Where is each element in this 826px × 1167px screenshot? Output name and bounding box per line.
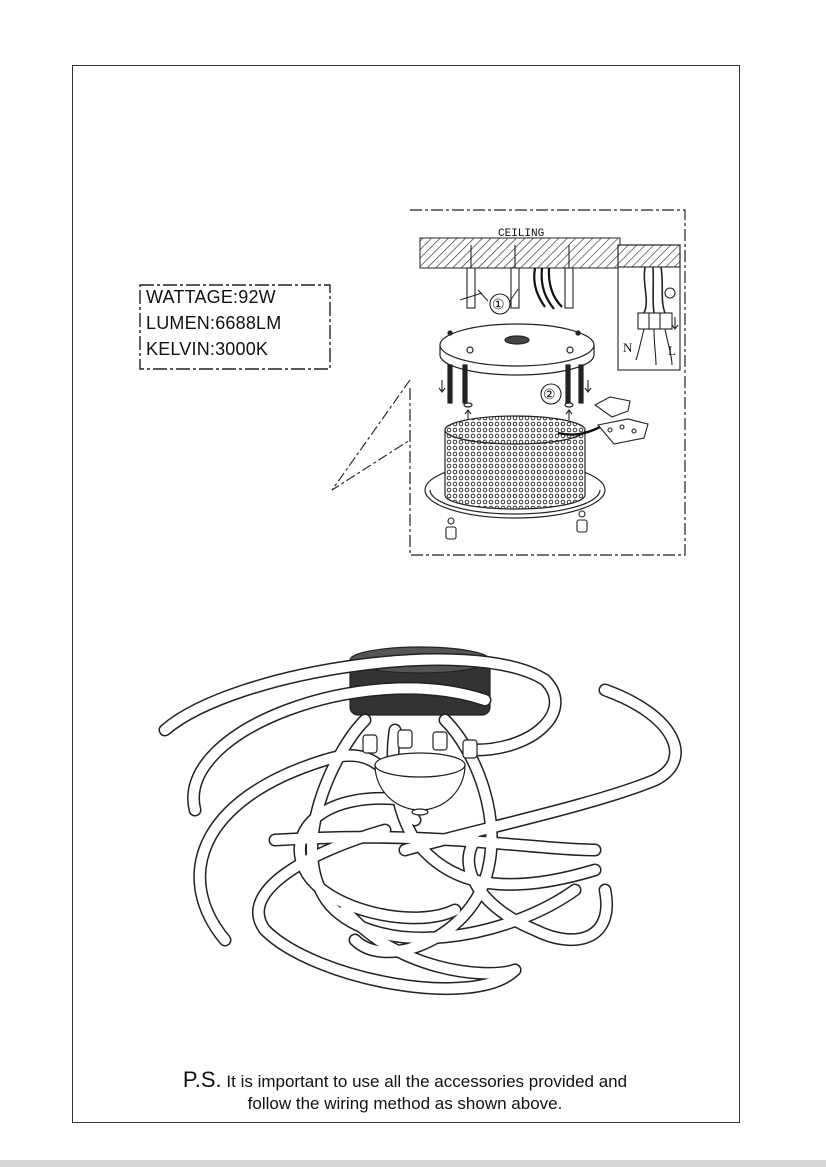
live-label: L — [668, 343, 676, 358]
cap-nuts — [445, 510, 588, 540]
step1-circle — [489, 293, 511, 315]
installation-diagram: CEILING ① ② — [331, 209, 686, 556]
step1-marker: ① — [492, 296, 505, 312]
diagram-border — [409, 209, 686, 556]
ceiling-label: CEILING — [498, 228, 544, 240]
spec-box-border — [139, 284, 331, 370]
ceiling-slab — [419, 237, 621, 269]
step2-marker: ② — [543, 386, 556, 402]
terminal-block — [593, 396, 649, 445]
mounting-screws — [447, 364, 584, 408]
neutral-label: N — [623, 340, 633, 355]
driver-wires — [557, 425, 601, 436]
chandelier-illustration — [158, 646, 682, 996]
mounting-plate — [439, 323, 595, 376]
wiring-inset — [617, 244, 681, 371]
step2-circle — [540, 383, 562, 405]
page-frame — [72, 65, 740, 1123]
note-line1: P.S. It is important to use all the acce… — [100, 1067, 710, 1093]
hub — [362, 729, 478, 816]
driver-drum — [424, 415, 606, 519]
note-text-line2: follow the wiring method as shown above. — [247, 1094, 563, 1113]
callout-pointer — [331, 379, 411, 491]
ceiling-wires — [533, 267, 563, 310]
spec-lumen: LUMEN:6688LM — [146, 313, 282, 333]
spec-kelvin: KELVIN:3000K — [146, 339, 269, 359]
spec-box: WATTAGE:92W LUMEN:6688LM KELVIN:3000K — [139, 284, 331, 370]
wall-anchors — [466, 245, 574, 309]
scan-edge — [0, 1160, 826, 1167]
spec-wattage: WATTAGE:92W — [146, 287, 276, 307]
note-text-line1: It is important to use all the accessori… — [226, 1072, 628, 1091]
arrows — [438, 380, 592, 420]
note-prefix: P.S. — [182, 1067, 222, 1092]
